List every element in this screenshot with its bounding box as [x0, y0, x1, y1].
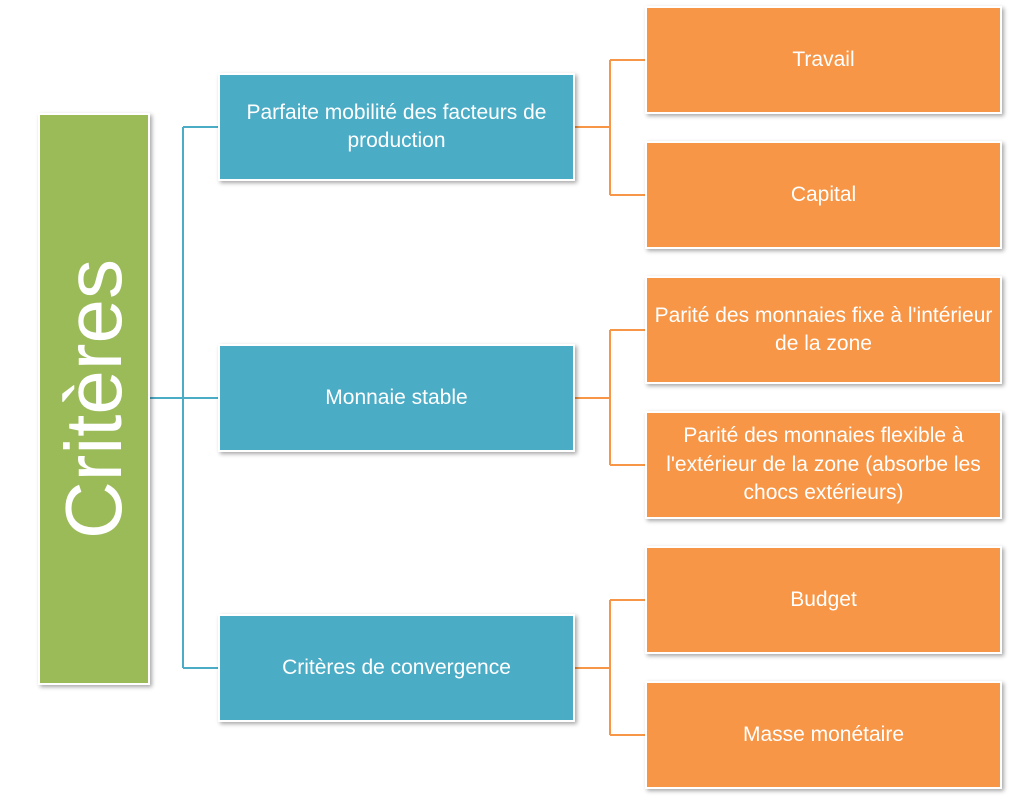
branch-node-monnaie: Monnaie stable [218, 344, 575, 452]
root-node: Critères [38, 113, 150, 685]
root-connectors [150, 126, 220, 669]
leaf-label: Capital [790, 182, 857, 206]
leaf-label: Parité des monnaies fixe à l'intérieur d… [654, 303, 993, 355]
leaf-label: Parité des monnaies flexible à l'extérie… [666, 424, 981, 505]
leaf-node-budget: Budget [645, 546, 1002, 654]
leaf-node-travail: Travail [645, 6, 1002, 114]
leaf-node-capital: Capital [645, 141, 1002, 249]
leaf-node-masse-monetaire: Masse monétaire [645, 681, 1002, 789]
branch-label: Parfaite mobilité des facteurs de produc… [246, 100, 547, 152]
branch-label: Critères de convergence [282, 655, 511, 679]
leaf-label: Budget [790, 587, 857, 611]
branch-node-convergence: Critères de convergence [218, 614, 575, 722]
leaf-label: Masse monétaire [742, 722, 905, 746]
branch-label: Monnaie stable [325, 385, 468, 409]
leaf-node-parite-fixe: Parité des monnaies fixe à l'intérieur d… [645, 276, 1002, 384]
branch-connectors [575, 59, 647, 736]
leaf-label: Travail [792, 47, 855, 71]
branch-node-mobilite: Parfaite mobilité des facteurs de produc… [218, 73, 575, 181]
leaf-node-parite-flexible: Parité des monnaies flexible à l'extérie… [645, 411, 1002, 519]
root-label: Critères [49, 258, 139, 540]
